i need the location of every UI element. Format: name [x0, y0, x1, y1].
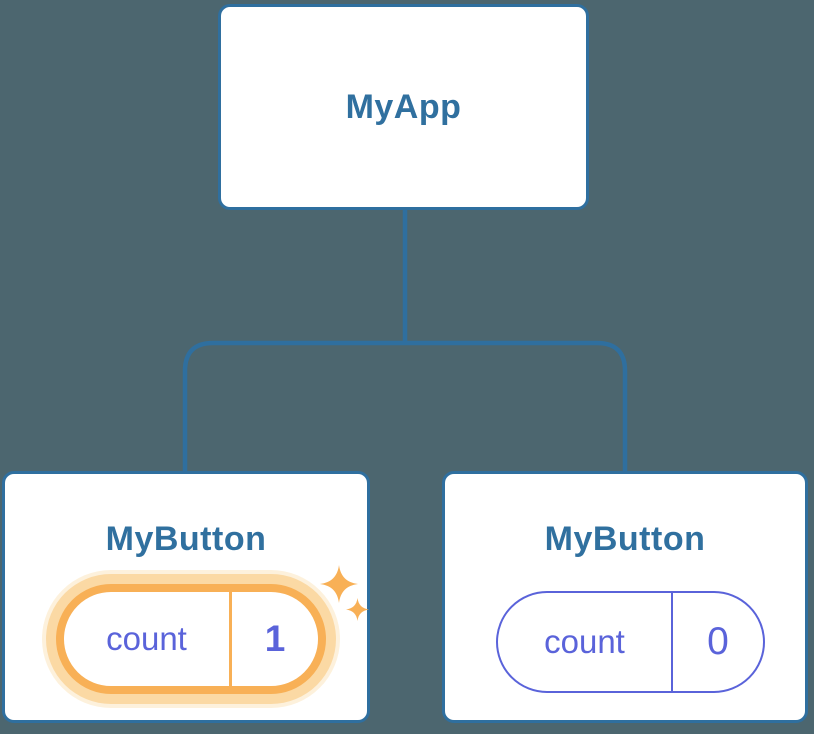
state-value: 0 — [707, 620, 729, 663]
node-mybutton-unchanged: MyButton count 0 — [442, 471, 808, 723]
connector-bracket — [182, 340, 628, 473]
node-myapp: MyApp — [218, 4, 589, 210]
state-pill: count 1 — [56, 584, 326, 694]
node-label: MyButton — [544, 520, 706, 558]
state-key: count — [544, 623, 625, 660]
state-value: 1 — [264, 618, 286, 659]
state-pill-wrap: count 0 — [496, 591, 765, 693]
node-mybutton-updated: MyButton count 1 — [2, 471, 370, 723]
node-label: MyApp — [345, 87, 462, 126]
state-pill-highlight-ring: count 1 — [46, 574, 336, 704]
state-pill: count 0 — [496, 591, 765, 693]
pill-divider — [671, 593, 673, 691]
sparkle-icon — [320, 565, 369, 621]
state-key: count — [106, 620, 187, 657]
node-label: MyButton — [105, 520, 267, 558]
pill-divider — [229, 592, 232, 686]
